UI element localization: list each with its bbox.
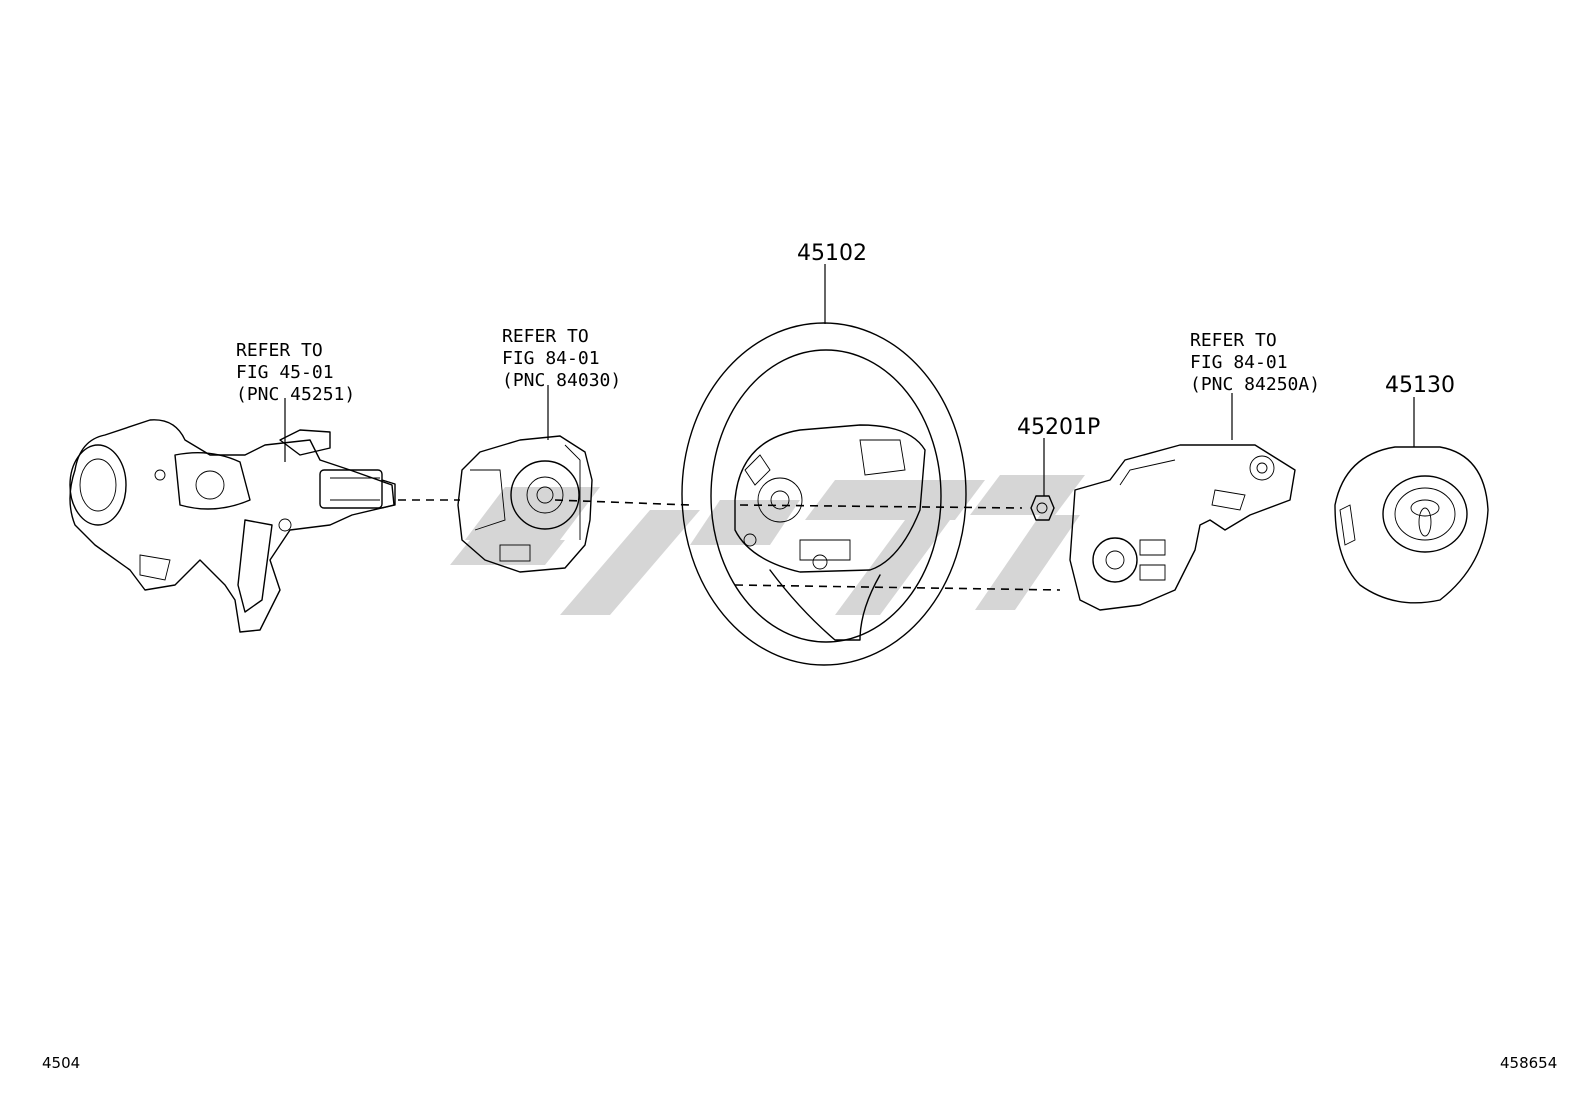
part-number-steering-wheel: 45102 — [797, 241, 867, 266]
spiral-cable — [457, 435, 593, 573]
footer-right-code: 458654 — [1500, 1054, 1557, 1072]
footer-left-code: 4504 — [42, 1054, 80, 1072]
spiral-cable-ref-line2: FIG 84-01 — [502, 348, 600, 369]
steering-wheel — [681, 322, 967, 666]
steering-switch-assembly — [1069, 444, 1296, 611]
part-number-nut: 45201P — [1017, 415, 1100, 440]
steering-column-ref-line3: (PNC 45251) — [236, 384, 355, 405]
switch-ref-line3: (PNC 84250A) — [1190, 374, 1320, 395]
steering-column-ref-line1: REFER TO — [236, 340, 323, 361]
spiral-cable-ref-line3: (PNC 84030) — [502, 370, 621, 391]
airbag-pad — [1334, 446, 1489, 604]
part-number-airbag-pad: 45130 — [1385, 373, 1455, 398]
switch-ref-line2: FIG 84-01 — [1190, 352, 1288, 373]
steering-column-assembly — [69, 419, 396, 633]
steering-column-ref-line2: FIG 45-01 — [236, 362, 334, 383]
watermark-logo — [450, 475, 1085, 615]
leader-lines — [284, 264, 1415, 496]
nut-part — [1030, 495, 1055, 521]
spiral-cable-ref-line1: REFER TO — [502, 326, 589, 347]
switch-ref-line1: REFER TO — [1190, 330, 1277, 351]
